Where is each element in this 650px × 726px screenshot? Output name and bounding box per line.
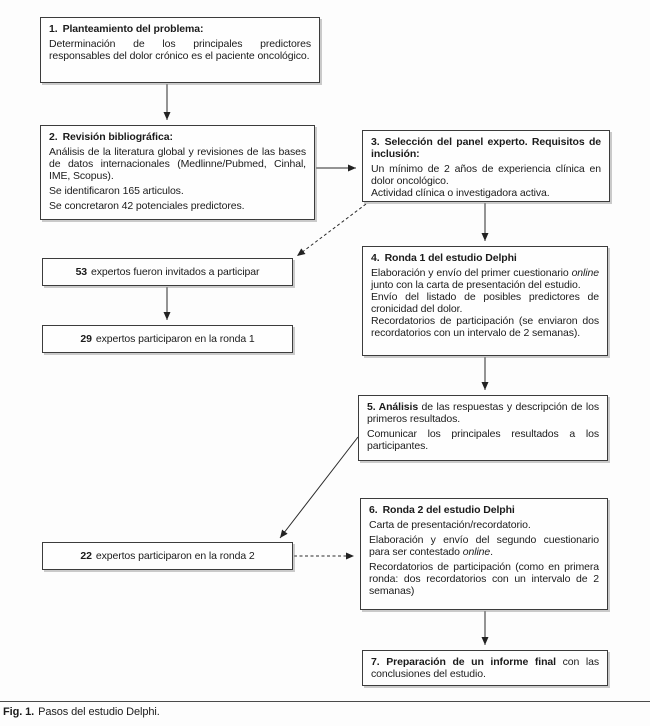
step2-box: 2.Revisión bibliográfica: Análisis de la… (40, 125, 315, 220)
step6-text-1: Carta de presentación/recordatorio. (369, 519, 531, 531)
step2-text-1: Análisis de la literatura global y revis… (49, 146, 306, 182)
step4-text-3: Recordatorios de participación (se envia… (371, 315, 599, 339)
step5-text-2: Comunicar los principales resultados a l… (367, 428, 599, 452)
step3-text-1: Un mínimo de 2 años de experiencia clíni… (371, 163, 601, 187)
invited-text: expertos fueron invitados a participar (91, 266, 260, 278)
step4-text-2: Envío del listado de posibles predictore… (371, 291, 599, 315)
step3-title: 3.Selección del panel experto. Requisito… (371, 136, 601, 160)
step4-title: 4.Ronda 1 del estudio Delphi (371, 252, 517, 264)
step6-number: 6. (369, 504, 378, 516)
figure-caption: Fig. 1.Pasos del estudio Delphi. (3, 706, 160, 718)
caption-divider (0, 701, 650, 702)
step3-number: 3. (371, 136, 380, 148)
arrow-step5-to-round2 (279, 436, 359, 539)
figure-caption-label: Fig. 1. (3, 706, 35, 718)
step6-text-3: Recordatorios de participación (como en … (369, 561, 599, 597)
figure-caption-text: Pasos del estudio Delphi. (38, 706, 160, 718)
step4-box: 4.Ronda 1 del estudio Delphi Elaboración… (362, 246, 608, 356)
step6-text-2: Elaboración y envío del segundo cuestion… (369, 534, 599, 558)
round1-text: expertos participaron en la ronda 1 (95, 333, 255, 345)
step1-text: Determinación de los principales predict… (49, 38, 311, 62)
step5-lead: 5. Análisis (367, 401, 419, 413)
step4-text-1: Elaboración y envío del primer cuestiona… (371, 267, 599, 291)
step4-number: 4. (371, 252, 380, 264)
round2-text: expertos participaron en la ronda 2 (95, 550, 255, 562)
step1-title: 1.Planteamiento del problema: (49, 23, 204, 35)
step5-box: 5. Análisis de las respuestas y descripc… (358, 395, 608, 461)
step2-text-3: Se concretaron 42 potenciales predictore… (49, 200, 245, 212)
round1-count: 29 (80, 333, 92, 345)
step6-box: 6.Ronda 2 del estudio Delphi Carta de pr… (360, 498, 608, 610)
step2-text-2: Se identificaron 165 articulos. (49, 185, 184, 197)
step2-title: 2.Revisión bibliográfica: (49, 131, 173, 143)
step7-text: 7. Preparación de un informe final con l… (371, 656, 599, 680)
step2-number: 2. (49, 131, 58, 143)
step7-box: 7. Preparación de un informe final con l… (362, 650, 608, 686)
invited-count: 53 (75, 266, 88, 278)
step3-box: 3.Selección del panel experto. Requisito… (362, 130, 610, 202)
step6-title: 6.Ronda 2 del estudio Delphi (369, 504, 515, 516)
step5-text-1: 5. Análisis de las respuestas y descripc… (367, 401, 599, 425)
online-italic: online (571, 267, 600, 279)
step1-box: 1.Planteamiento del problema: Determinac… (40, 17, 320, 83)
online-italic: online (462, 546, 491, 558)
round2-count: 22 (80, 550, 92, 562)
step3-text-2: Actividad clínica o investigadora activa… (371, 187, 550, 199)
step7-lead: 7. Preparación de un informe final (371, 656, 556, 668)
step1-number: 1. (49, 23, 58, 35)
